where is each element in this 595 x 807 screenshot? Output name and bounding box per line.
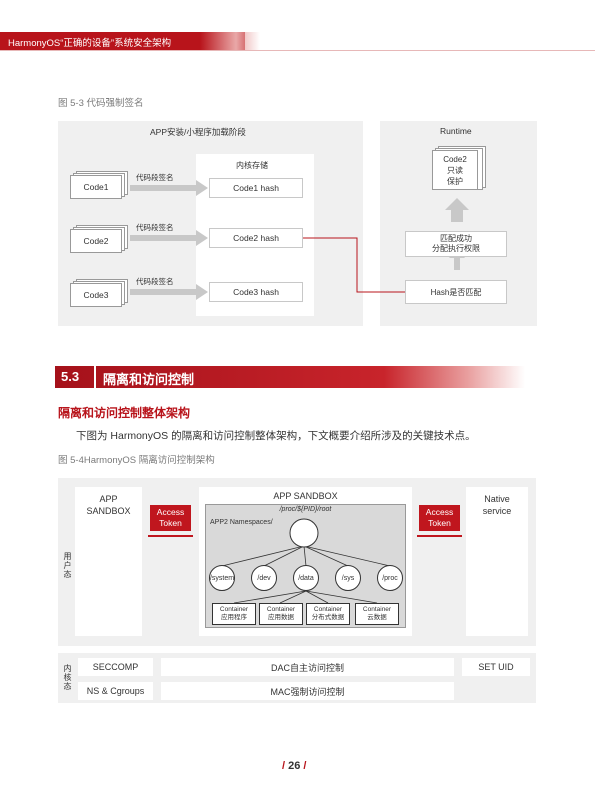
kernel-storage-title: 内核存储 [236,161,268,170]
signature-label-3: 代码段签名 [136,277,174,286]
access-token-right: Access Token [419,505,460,531]
native-service-label: Native service [466,493,528,517]
figure1-left-title: APP安装/小程序加载阶段 [150,127,246,137]
section-title: 隔离和访问控制 [103,372,195,387]
code2-hash-box: Code2 hash [209,228,303,248]
left-sandbox-label: APP SANDBOX [75,493,142,517]
container-app-line1: Container [219,606,249,613]
signature-label-2: 代码段签名 [136,223,174,232]
container-cloud-data: Container 云数据 [355,603,399,625]
code3-label: Code3 [83,290,109,300]
section-separator [94,366,96,388]
access-token-left-line2: Token [159,518,182,528]
container-app-data-line2: 应用数据 [268,614,294,621]
runtime-doc-line3: 保护 [447,177,463,186]
container-app-data: Container 应用数据 [259,603,303,625]
header-bar [0,32,245,50]
container-app-line2: 应用程序 [221,614,247,621]
header-bar-fade [200,32,260,50]
page-number: / 26 / [282,760,307,772]
left-sandbox-line1: APP [99,494,118,504]
body-paragraph: 下图为 HarmonyOS 的隔离和访问控制整体架构，下文概要介绍所涉及的关键技… [76,430,476,442]
proc-path-label: /proc/${PID}/root [279,506,332,513]
ns-cgroups-box: NS & Cgroups [78,682,153,700]
header-title: HarmonyOS“正确的设备”系统安全架构 [8,38,172,49]
code3-hash-box: Code3 hash [209,282,303,302]
runtime-doc-line1: Code2 [443,155,467,164]
figure1-caption: 图 5-3 代码强制签名 [58,98,144,109]
native-service-line2: service [482,506,512,516]
setuid-box: SET UID [462,658,530,676]
match-success-box: 匹配成功 分配执行权限 [405,231,507,257]
access-token-right-line2: Token [428,518,451,528]
match-success-line2: 分配执行权限 [432,244,480,253]
container-cloud-line2: 云数据 [367,614,387,621]
namespace-label: APP2 Namespaces/ [210,519,273,526]
mac-box: MAC强制访问控制 [161,682,454,700]
section-banner [55,366,525,388]
container-app-data-line1: Container [266,606,296,613]
subheading: 隔离和访问控制整体架构 [58,406,191,420]
container-app: Container 应用程序 [212,603,256,625]
native-service-box [466,487,528,636]
access-token-left-line1: Access [156,507,185,517]
dac-box: DAC自主访问控制 [161,658,454,676]
runtime-doc-line2: 只读 [447,166,463,175]
code1-hash-box: Code1 hash [209,178,303,198]
dir-system-node: /system [209,565,235,591]
runtime-title: Runtime [440,126,472,136]
left-app-sandbox [75,487,142,636]
container-distributed-line2: 分布式数据 [311,614,345,621]
container-cloud-line1: Container [362,606,392,613]
dir-proc-node: /proc [377,565,403,591]
figure2-caption: 图 5-4HarmonyOS 隔离访问控制架构 [58,455,215,466]
container-distributed-data: Container 分布式数据 [306,603,350,625]
code2-label: Code2 [83,236,109,246]
center-sandbox-title: APP SANDBOX [273,491,338,501]
native-service-line1: Native [484,494,510,504]
seccomp-box: SECCOMP [78,658,153,676]
container-distributed-line1: Container [313,606,343,613]
left-sandbox-line2: SANDBOX [86,506,131,516]
access-token-left: Access Token [150,505,191,531]
signature-label-1: 代码段签名 [136,173,174,182]
code1-label: Code1 [83,182,109,192]
user-mode-label: 用户态 [63,552,72,579]
hash-match-box: Hash是否匹配 [405,280,507,304]
dir-dev-node: /dev [251,565,277,591]
section-number: 5.3 [61,369,80,384]
kernel-mode-label: 内核态 [63,664,72,691]
page-number-value: 26 [288,760,301,772]
header-divider [0,50,595,51]
match-success-line1: 匹配成功 [440,234,472,243]
access-token-right-line1: Access [425,507,454,517]
dir-data-node: /data [293,565,319,591]
dir-sys-node: /sys [335,565,361,591]
